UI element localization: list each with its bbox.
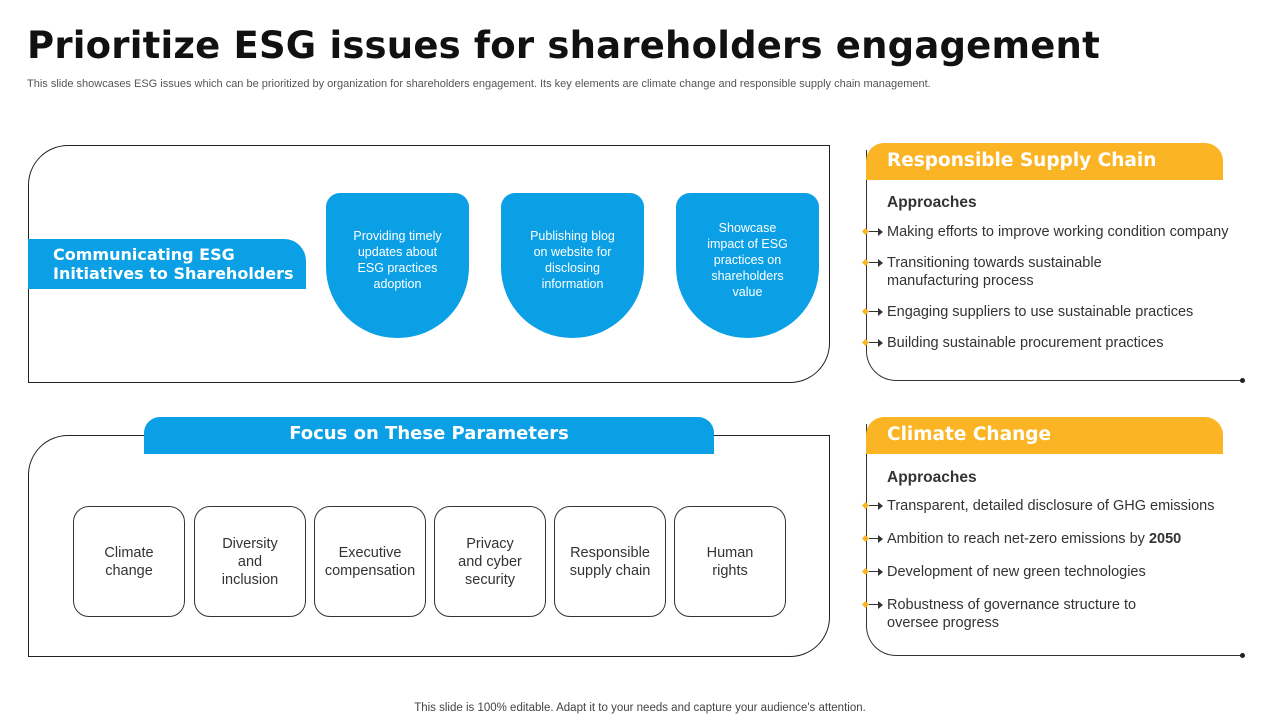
drop-3-line: practices on	[713, 253, 782, 267]
arrow-bullet-icon	[861, 338, 883, 347]
initiative-drop-3: Showcase impact of ESG practices on shar…	[676, 193, 819, 338]
communicating-label-line2: Initiatives to Shareholders	[53, 264, 294, 283]
supply-chain-item: Engaging suppliers to use sustainable pr…	[887, 304, 1194, 320]
param-line: inclusion	[221, 571, 279, 588]
param-line: rights	[712, 562, 748, 579]
climate-item: Development of new green technologies	[887, 564, 1146, 580]
param-line: Responsible	[570, 544, 650, 561]
frame-end-dot	[1240, 378, 1245, 383]
param-line: Human	[706, 544, 754, 561]
climate-item: Ambition to reach net-zero emissions by …	[887, 530, 1237, 548]
drop-1-line: updates about	[357, 245, 438, 259]
drop-1-line: adoption	[373, 277, 422, 291]
page-subtitle: This slide showcases ESG issues which ca…	[27, 78, 931, 90]
param-line: Executive	[338, 544, 402, 561]
param-line: Diversity	[222, 535, 278, 552]
climate-item: Transparent, detailed disclosure of GHG …	[887, 498, 1215, 514]
footer-note: This slide is 100% editable. Adapt it to…	[414, 702, 866, 714]
drop-2-line: Publishing blog	[530, 229, 615, 243]
page-title: Prioritize ESG issues for shareholders e…	[27, 24, 1100, 67]
param-line: supply chain	[569, 562, 651, 579]
supply-chain-approaches-label: Approaches	[887, 194, 977, 211]
supply-chain-item: Transitioning towards sustainable manufa…	[887, 255, 1102, 289]
param-line: security	[465, 571, 515, 588]
initiative-drop-2: Publishing blog on website for disclosin…	[501, 193, 644, 338]
supply-chain-item: Building sustainable procurement practic…	[887, 335, 1164, 351]
net-zero-year: 2050	[1148, 531, 1182, 547]
drop-3-line: Showcase	[718, 221, 777, 235]
climate-approaches-label: Approaches	[887, 469, 977, 486]
focus-banner: Focus on These Parameters	[144, 417, 714, 454]
drop-2-line: information	[541, 277, 604, 291]
supply-chain-frame	[866, 150, 1242, 381]
climate-item: Robustness of governance structure to ov…	[887, 597, 1137, 631]
arrow-bullet-icon	[861, 600, 883, 609]
climate-header: Climate Change	[866, 417, 1223, 454]
drop-1-line: Providing timely	[353, 229, 442, 243]
arrow-bullet-icon	[861, 534, 883, 543]
communicating-label: Communicating ESG Initiatives to Shareho…	[28, 239, 306, 289]
arrow-bullet-icon	[861, 227, 883, 236]
drop-3-line: shareholders	[711, 269, 784, 283]
param-line: and	[237, 553, 263, 570]
drop-2-line: on website for	[533, 245, 612, 259]
drop-3-line: value	[732, 285, 763, 299]
param-line: compensation	[324, 562, 416, 579]
param-line: and cyber	[458, 553, 522, 570]
arrow-bullet-icon	[861, 501, 883, 510]
frame-end-dot	[1240, 653, 1245, 658]
param-line: change	[105, 562, 153, 579]
initiative-drop-1: Providing timely updates about ESG pract…	[326, 193, 469, 338]
supply-chain-item: Making efforts to improve working condit…	[887, 224, 1229, 240]
arrow-bullet-icon	[861, 567, 883, 576]
param-line: Climate	[104, 544, 154, 561]
supply-chain-header: Responsible Supply Chain	[866, 143, 1223, 180]
arrow-bullet-icon	[861, 307, 883, 316]
param-line: Privacy	[466, 535, 514, 552]
climate-item-text: Ambition to reach net-zero emissions by	[887, 531, 1145, 547]
drop-3-line: impact of ESG	[707, 237, 788, 251]
communicating-label-line1: Communicating ESG	[53, 245, 235, 264]
drop-2-line: disclosing	[545, 261, 600, 275]
arrow-bullet-icon	[861, 258, 883, 267]
drop-1-line: ESG practices	[357, 261, 438, 275]
